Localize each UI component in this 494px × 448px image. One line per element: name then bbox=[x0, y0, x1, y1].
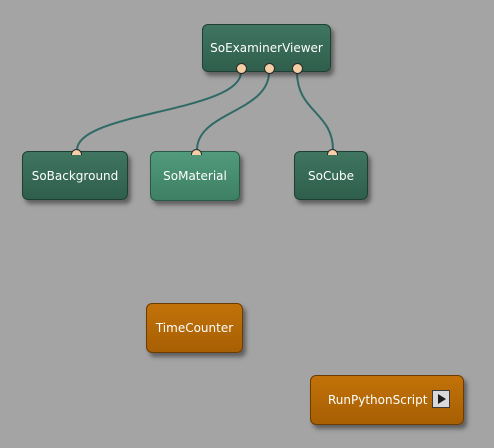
module-label: SoMaterial bbox=[163, 169, 227, 183]
module-label: TimeCounter bbox=[155, 321, 234, 335]
run-script-button[interactable] bbox=[432, 390, 450, 408]
module-label: SoBackground bbox=[31, 168, 119, 183]
module-so-cube[interactable]: SoCube bbox=[294, 151, 368, 200]
output-port[interactable] bbox=[236, 63, 247, 74]
input-port[interactable] bbox=[191, 149, 202, 156]
module-label: RunPythonScript bbox=[328, 393, 428, 407]
module-so-background[interactable]: SoBackground bbox=[22, 151, 128, 200]
connection-viewer-to-cube[interactable] bbox=[296, 71, 334, 151]
input-port[interactable] bbox=[327, 149, 338, 156]
play-icon bbox=[438, 394, 446, 404]
input-port[interactable] bbox=[71, 149, 82, 156]
output-port[interactable] bbox=[264, 63, 275, 74]
output-port[interactable] bbox=[292, 63, 303, 74]
connection-viewer-to-background[interactable] bbox=[76, 71, 242, 151]
module-time-counter[interactable]: TimeCounter bbox=[146, 303, 243, 353]
module-label: SoExaminerViewer bbox=[210, 41, 323, 55]
module-so-material[interactable]: SoMaterial bbox=[150, 151, 240, 201]
module-label: SoCube bbox=[308, 168, 354, 183]
connection-viewer-to-material[interactable] bbox=[196, 71, 270, 151]
